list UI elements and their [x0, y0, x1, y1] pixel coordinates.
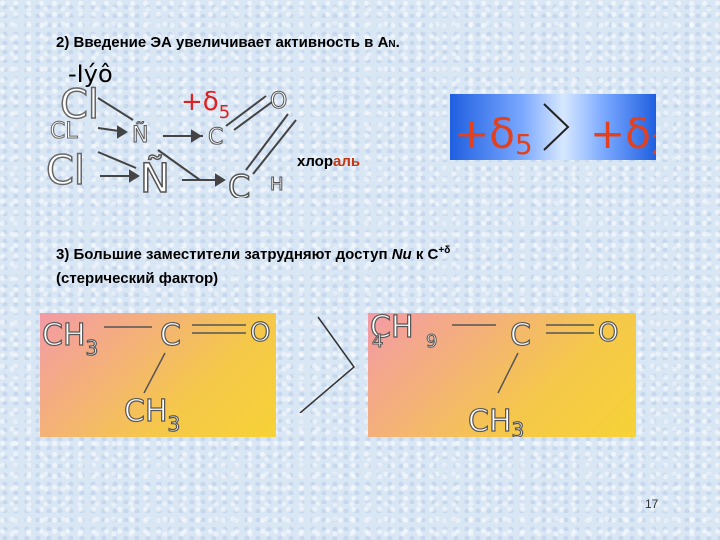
delta-right: +δ2 — [590, 109, 656, 160]
c-mid: C — [208, 125, 223, 150]
delta-sup: +δ — [438, 245, 451, 256]
cl-top: Cl — [60, 82, 99, 128]
page-number: 17 — [645, 497, 659, 511]
cl-bot: Cl — [46, 148, 85, 194]
c-bot: C — [228, 168, 250, 198]
structure-box-right: CH 4 9 C O CH3 — [368, 313, 636, 437]
nu-label: Nu — [391, 246, 412, 263]
right-oxygen: O — [598, 318, 618, 348]
right-carbon: C — [510, 318, 531, 353]
inductive-effect-label: -Iýô — [68, 60, 113, 88]
n-bot: Ñ — [140, 154, 170, 198]
point-3-line2: (стерический фактор) — [56, 270, 219, 287]
left-carbon: C — [160, 318, 181, 353]
greater-than-sign-2 — [296, 313, 366, 414]
greater-than-sign — [543, 103, 570, 151]
o-top: O — [270, 89, 287, 114]
point-2-main: 2) Введение ЭА увеличивает активность в … — [56, 34, 389, 51]
chloral-label: хлораль — [297, 153, 360, 170]
point-2-text: 2) Введение ЭА увеличивает активность в … — [56, 34, 400, 51]
point-3-line1: 3) Большие заместители затрудняют доступ… — [56, 245, 451, 263]
chloral-formula: Cl CL Cl +δ5 Ñ C O Ñ C H — [38, 80, 308, 198]
point-2-subscript: N — [388, 39, 396, 50]
chloral-suffix: аль — [333, 153, 361, 170]
chloral-prefix: хлор — [297, 153, 333, 170]
delta-plus: +δ5 — [181, 87, 230, 123]
point-3-text: 3) Большие заместители затрудняют доступ… — [56, 239, 450, 291]
n-mid: Ñ — [132, 121, 148, 148]
h-bot: H — [270, 174, 284, 195]
delta-left: +δ5 — [454, 109, 533, 160]
delta-comparison: +δ5 +δ2 — [450, 94, 656, 160]
right-ch3-bottom: CH3 — [468, 404, 524, 437]
point-2-dot: . — [395, 34, 400, 51]
right-sub4: 4 — [372, 331, 383, 352]
left-oxygen: O — [250, 318, 270, 348]
left-ch3-top: CH3 — [42, 318, 98, 360]
left-ch3-bottom: CH3 — [124, 394, 180, 436]
cl-mid: CL — [50, 119, 78, 144]
structure-box-left: CH3 C O CH3 — [40, 313, 276, 437]
right-c4h9: CH — [370, 313, 414, 345]
right-sub9: 9 — [426, 331, 437, 352]
